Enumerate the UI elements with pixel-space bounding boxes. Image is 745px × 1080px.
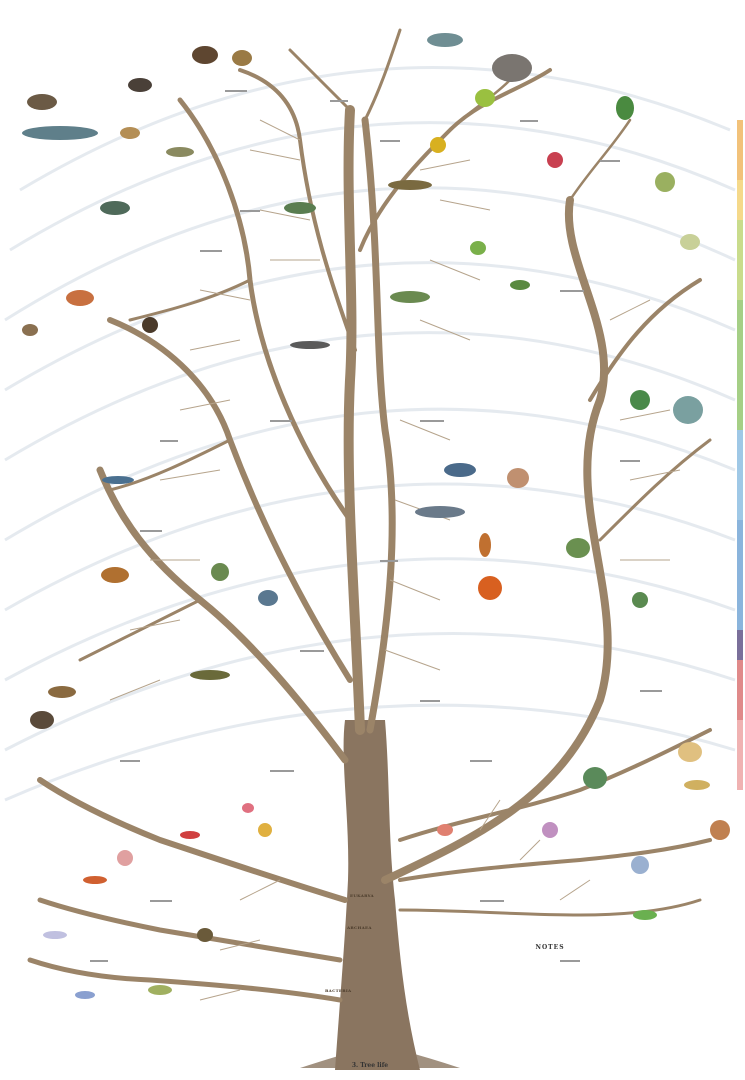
root-title: 3. Tree life: [300, 1062, 440, 1069]
notes-title: NOTES: [430, 945, 670, 950]
scale-segment: [737, 720, 743, 790]
node-label-eukarya: EUKARYA: [350, 893, 374, 898]
notes-panel: NOTES: [430, 945, 670, 953]
scale-segment: [737, 180, 743, 220]
scale-segment: [737, 120, 743, 180]
scale-segment: [737, 630, 743, 660]
scale-segment: [737, 430, 743, 520]
node-label-archaea: ARCHAEA: [347, 925, 372, 930]
scale-segment: [737, 300, 743, 430]
node-label-bacteria: BACTERIA: [325, 988, 351, 993]
root-caption: 3. Tree life: [300, 1062, 440, 1069]
scale-segment: [737, 520, 743, 630]
scale-segment: [737, 220, 743, 300]
geologic-time-scale: [735, 30, 745, 1010]
scale-segment: [737, 660, 743, 720]
